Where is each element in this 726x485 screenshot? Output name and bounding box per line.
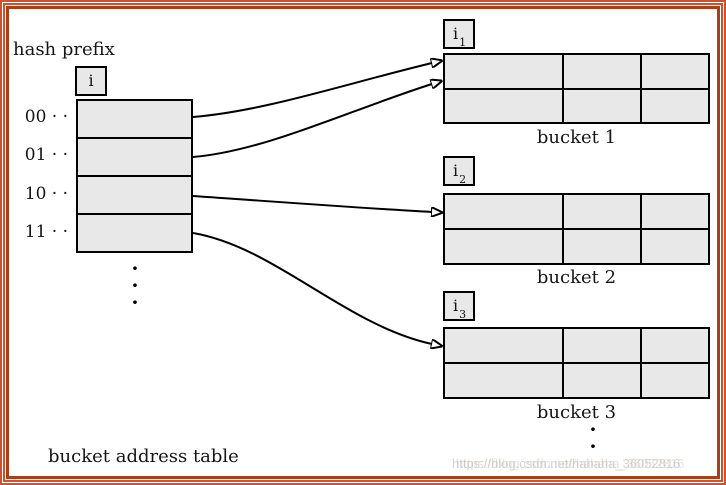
bucket2-cell: [564, 195, 640, 228]
bucket3-index-box: i3: [443, 291, 475, 321]
bucket2-cell: [445, 230, 562, 263]
row-label-10: 10 · ·: [24, 184, 68, 204]
hash-prefix-label: hash prefix: [13, 39, 115, 60]
buckets-ellipsis: · ·: [589, 417, 597, 458]
bucket1-cell: [445, 89, 562, 122]
watermark-text-ghost: https://blog.csdn.net/hahaha_36052816: [456, 456, 685, 471]
bucket2-index-box: i2: [443, 156, 475, 186]
row-label-11: 11 · ·: [24, 222, 68, 242]
bucket1-cell: [445, 55, 562, 88]
bucket1-cell: [564, 55, 640, 88]
address-entry-01: [78, 139, 191, 175]
bucket3-cell: [642, 364, 708, 397]
watermark-text: https://blog.csdn.net/hahaha_36052816: [452, 456, 681, 471]
bucket2-cell: [642, 230, 708, 263]
bucket2-cell: [445, 195, 562, 228]
arrow-10-to-bucket2: [192, 195, 432, 212]
arrow-01-to-bucket1: [192, 84, 432, 158]
arrow-11-to-bucket3: [192, 232, 432, 344]
bucket2-index-label: i2: [452, 161, 467, 187]
bucket-address-table-caption: bucket address table: [48, 446, 239, 467]
watermark: https://blog.csdn.net/hahaha_36052816 ht…: [452, 456, 722, 474]
bucket1-cell: [564, 89, 640, 122]
bucket3-cell: [564, 329, 640, 362]
address-table-ellipsis: · · ·: [131, 256, 139, 314]
bucket2-cell: [642, 195, 708, 228]
row-label-01: 01 · ·: [24, 145, 68, 165]
bucket1-caption: bucket 1: [536, 127, 617, 148]
row-label-00: 00 · ·: [24, 107, 68, 127]
bucket1-index-label: i1: [452, 24, 467, 50]
address-entry-00: [78, 101, 191, 137]
bucket3-cell: [642, 329, 708, 362]
address-entry-11: [78, 215, 191, 251]
bucket1-cell: [642, 55, 708, 88]
address-table-index-label: i: [88, 71, 94, 90]
bucket1-table: [443, 53, 710, 124]
bucket2-caption: bucket 2: [536, 267, 617, 288]
bucket1-cell: [642, 89, 708, 122]
bucket3-cell: [445, 364, 562, 397]
bucket3-table: [443, 327, 710, 399]
bucket2-cell: [564, 230, 640, 263]
bucket3-cell: [564, 364, 640, 397]
address-table-index-box: i: [75, 66, 107, 96]
bucket3-index-label: i3: [452, 296, 467, 322]
bucket-address-table: [76, 99, 193, 253]
arrow-00-to-bucket1: [192, 63, 432, 118]
bucket2-table: [443, 193, 710, 265]
bucket3-caption: bucket 3: [536, 402, 617, 423]
bucket3-cell: [445, 329, 562, 362]
bucket1-index-box: i1: [443, 19, 475, 49]
address-entry-10: [78, 177, 191, 213]
